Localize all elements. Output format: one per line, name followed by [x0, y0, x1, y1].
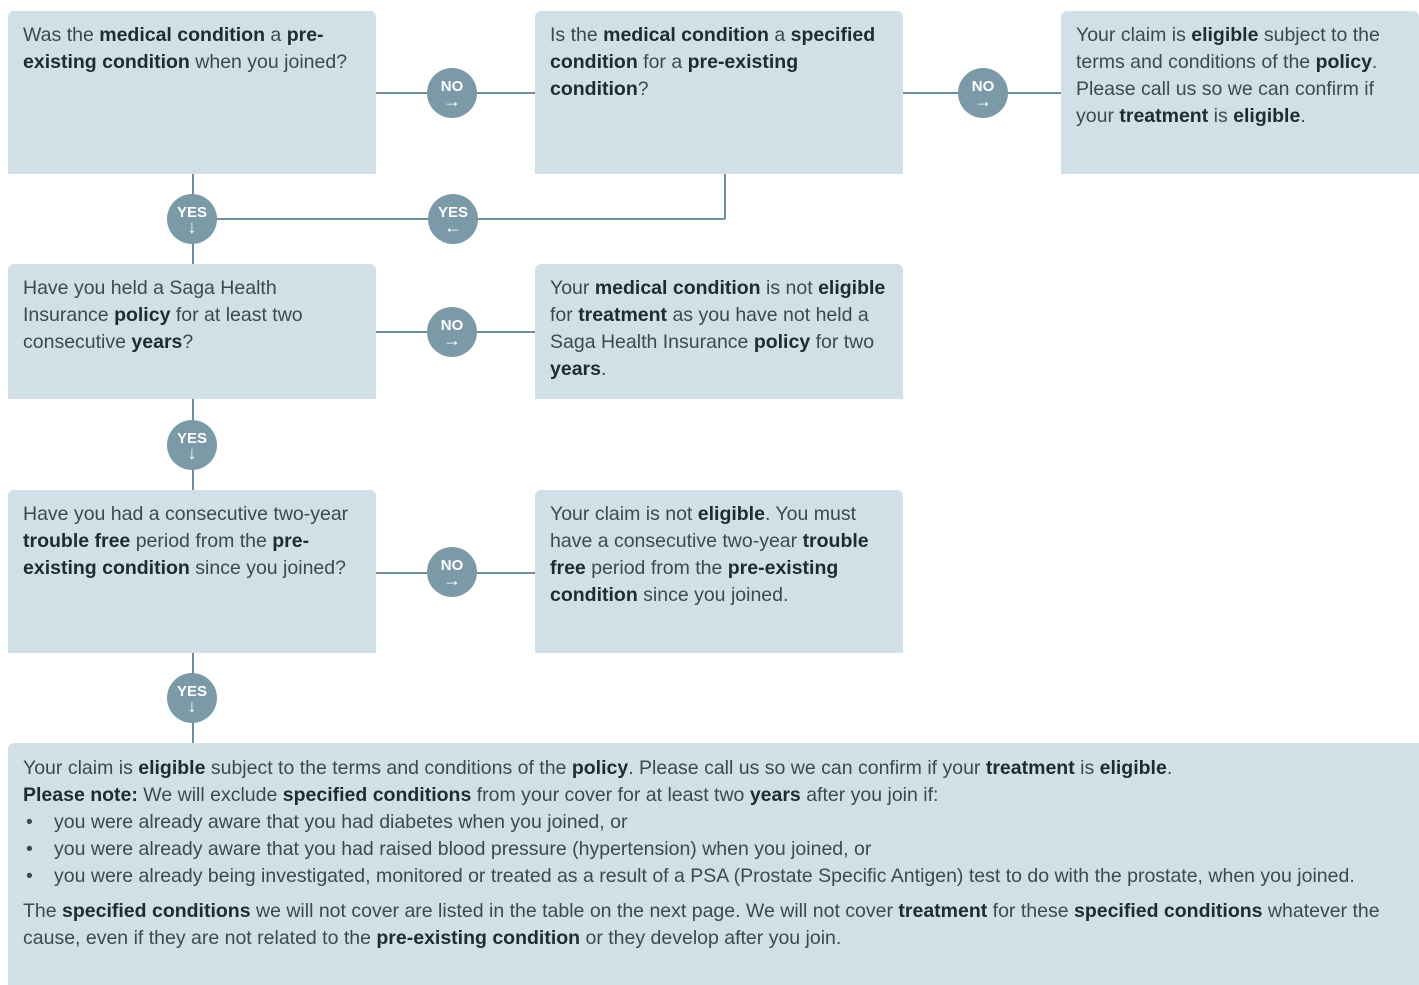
question-two-years-policy: Have you held a Saga Health Insurance po… — [8, 264, 376, 399]
yes-label: YES — [176, 429, 207, 447]
emphasis-term: medical condition — [594, 277, 761, 299]
no-label: NO — [971, 77, 995, 95]
result-eligible: Your claim is eligible subject to the te… — [1061, 11, 1419, 174]
emphasis-term: years — [749, 784, 801, 806]
question-trouble-free: Have you had a consecutive two-year trou… — [8, 490, 376, 653]
yes-badge-1: YES ↓ — [167, 194, 217, 244]
emphasis-term: eligible — [1233, 105, 1301, 127]
exclusion-item: you were already aware that you had rais… — [23, 836, 1404, 863]
emphasis-term: eligible — [138, 757, 206, 779]
emphasis-term: policy — [1315, 51, 1372, 73]
emphasis-term: years — [550, 358, 601, 380]
final-please-note: Please note: We will exclude specified c… — [23, 784, 939, 806]
exclusion-list: you were already aware that you had diab… — [23, 809, 1404, 890]
final-specified-conditions-note: The specified conditions we will not cov… — [23, 900, 1380, 949]
exclusion-item: you were already being investigated, mon… — [23, 863, 1404, 890]
arrow-right-icon: → — [443, 90, 461, 111]
emphasis-term: eligible — [697, 503, 765, 525]
yes-badge-3: YES ↓ — [167, 673, 217, 723]
no-badge-2: NO → — [958, 68, 1008, 118]
yes-badge-2: YES ↓ — [167, 420, 217, 470]
emphasis-term: pre-existing condition — [550, 557, 839, 606]
exclusion-item: you were already aware that you had diab… — [23, 809, 1404, 836]
no-badge-4: NO → — [427, 547, 477, 597]
emphasis-term: policy — [753, 331, 811, 353]
final-eligible-notice: Your claim is eligible subject to the te… — [8, 743, 1419, 985]
arrow-right-icon: → — [974, 90, 992, 111]
yes-label: YES — [176, 203, 207, 221]
emphasis-term: eligible — [1191, 24, 1259, 46]
emphasis-term: pre-existing condition — [376, 927, 581, 949]
emphasis-term: specified condition — [550, 24, 876, 73]
emphasis-term: medical condition — [603, 24, 769, 46]
emphasis-term: specified conditions — [282, 784, 472, 806]
emphasis-term: trouble free — [550, 530, 869, 579]
emphasis-term: policy — [114, 304, 171, 326]
yes-label: YES — [176, 682, 207, 700]
emphasis-term: treatment — [1119, 105, 1209, 127]
emphasis-term: specified conditions — [1073, 900, 1263, 922]
no-label: NO — [440, 316, 464, 334]
emphasis-term: medical condition — [99, 24, 266, 46]
emphasis-term: Please note: — [23, 784, 138, 806]
emphasis-term: policy — [571, 757, 629, 779]
emphasis-term: treatment — [985, 757, 1075, 779]
result-not-eligible-trouble-free: Your claim is not eligible. You must hav… — [535, 490, 903, 653]
yes-badge-back: YES ← — [428, 194, 478, 244]
arrow-right-icon: → — [443, 329, 461, 350]
arrow-down-icon: ↓ — [187, 695, 197, 716]
emphasis-term: trouble free — [23, 530, 131, 552]
arrow-left-icon: ← — [444, 216, 462, 237]
emphasis-term: eligible — [1099, 757, 1167, 779]
final-line-1: Your claim is eligible subject to the te… — [23, 757, 1173, 779]
emphasis-term: pre-existing condition — [23, 530, 310, 579]
emphasis-term: eligible — [818, 277, 886, 299]
no-badge-1: NO → — [427, 68, 477, 118]
result-not-eligible-policy: Your medical condition is not eligible f… — [535, 264, 903, 399]
connector-q2-down — [724, 174, 726, 219]
emphasis-term: years — [131, 331, 183, 353]
emphasis-term: pre-existing condition — [550, 51, 799, 100]
no-label: NO — [440, 556, 464, 574]
no-badge-3: NO → — [427, 307, 477, 357]
question-pre-existing: Was the medical condition a pre-existing… — [8, 11, 376, 174]
arrow-down-icon: ↓ — [187, 216, 197, 237]
question-specified-condition: Is the medical condition a specified con… — [535, 11, 903, 174]
emphasis-term: pre-existing condition — [23, 24, 324, 73]
emphasis-term: treatment — [898, 900, 988, 922]
arrow-down-icon: ↓ — [187, 442, 197, 463]
emphasis-term: specified conditions — [62, 900, 251, 922]
emphasis-term: treatment — [578, 304, 668, 326]
arrow-right-icon: → — [443, 569, 461, 590]
yes-label: YES — [437, 203, 468, 221]
no-label: NO — [440, 77, 464, 95]
